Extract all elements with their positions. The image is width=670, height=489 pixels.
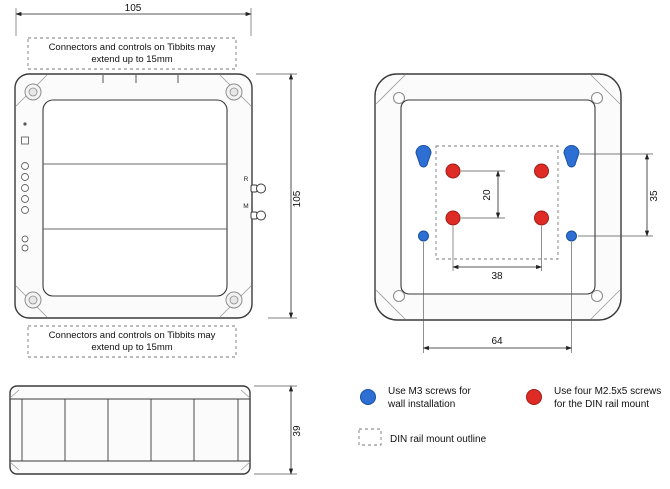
led-indicator — [21, 162, 29, 170]
note-line: Connectors and controls on Tibbits may — [49, 330, 216, 341]
din-screw — [445, 163, 461, 179]
power-dot-icon — [23, 122, 27, 126]
side-segment-lines — [21, 399, 239, 461]
note-line: Connectors and controls on Tibbits may — [49, 42, 216, 53]
dim-label-35: 35 — [649, 190, 660, 202]
din-screw — [534, 163, 549, 179]
legend-wall-line: wall installation — [387, 399, 455, 410]
side-band-lines — [10, 398, 250, 462]
bottom-clearance-note: Connectors and controls on Tibbits may e… — [27, 325, 237, 358]
din-screw-legend-icon — [526, 389, 542, 405]
dim-red-vertical: 20 — [461, 170, 505, 219]
side-enclosure — [9, 385, 251, 475]
dim-label-64: 64 — [491, 336, 503, 347]
led-indicator — [21, 195, 29, 203]
corner-hole — [392, 91, 406, 105]
dim-label-width: 105 — [125, 3, 142, 14]
led-indicator — [21, 184, 29, 192]
front-corner-screws — [24, 83, 243, 309]
corner-screw-center — [28, 87, 38, 97]
top-clearance-note: Connectors and controls on Tibbits may e… — [27, 37, 237, 70]
corner-screw-center — [229, 295, 239, 305]
side-buttons: R M — [243, 176, 266, 221]
dim-label-depth: 39 — [292, 425, 303, 437]
led-indicator — [21, 206, 29, 214]
din-screw — [445, 210, 461, 226]
corner-hole — [590, 91, 604, 105]
wall-mount-hole — [418, 230, 429, 242]
dim-red-horizontal: 38 — [452, 226, 543, 282]
dim-label-height: 105 — [292, 190, 303, 207]
legend-din-line: Use four M2.5x5 screws — [554, 386, 661, 397]
corner-screw-center — [229, 87, 239, 97]
dim-blue-horizontal: 64 — [422, 242, 573, 353]
legend-wall-line: Use M3 screws for — [388, 386, 471, 397]
reset-button-label: R — [244, 176, 249, 183]
clearance-outline — [27, 37, 237, 70]
back-corner-chamfers — [375, 74, 621, 320]
dim-front-height: 105 — [256, 73, 303, 319]
wall-mount-hole — [566, 230, 577, 242]
tibbit-panel-dividers — [43, 163, 227, 230]
network-icon — [21, 136, 29, 145]
corner-screw-center — [28, 295, 38, 305]
wall-mount-keyhole — [563, 145, 580, 168]
top-edge-slits — [102, 75, 179, 83]
tibbit-panel — [42, 99, 228, 297]
din-screw — [534, 210, 549, 226]
dim-label-20: 20 — [482, 189, 493, 201]
corner-hole — [590, 289, 604, 303]
dim-front-width: 105 — [15, 3, 252, 36]
wall-screw-legend-icon — [360, 389, 376, 405]
mode-button-label: M — [243, 203, 248, 210]
corner-hole — [392, 289, 406, 303]
led-indicator — [21, 235, 29, 243]
dim-label-38: 38 — [491, 271, 503, 282]
note-line: extend up to 15mm — [91, 342, 172, 353]
side-view: 39 — [9, 385, 303, 475]
wall-mount-keyhole — [415, 145, 432, 168]
clearance-outline — [27, 325, 237, 358]
back-view: 20 35 38 64 — [374, 73, 660, 353]
front-view: 105 Connectors and controls on Tibbits m… — [14, 3, 303, 358]
dim-side-height: 39 — [254, 385, 303, 475]
led-indicator — [21, 244, 29, 252]
dim-blue-vertical: 35 — [578, 153, 660, 237]
front-left-connectors — [21, 122, 29, 252]
din-outline-legend-icon — [358, 428, 382, 446]
mode-button — [256, 210, 266, 221]
led-indicator — [21, 173, 29, 181]
note-line: extend up to 15mm — [91, 54, 172, 65]
legend-din-line: for the DIN rail mount — [554, 399, 649, 410]
din-rail-mount-outline — [435, 145, 559, 260]
reset-button — [256, 183, 266, 194]
legend-outline-label: DIN rail mount outline — [390, 434, 487, 445]
side-chamfers — [9, 389, 251, 471]
legend: Use M3 screws for wall installation Use … — [358, 386, 661, 446]
